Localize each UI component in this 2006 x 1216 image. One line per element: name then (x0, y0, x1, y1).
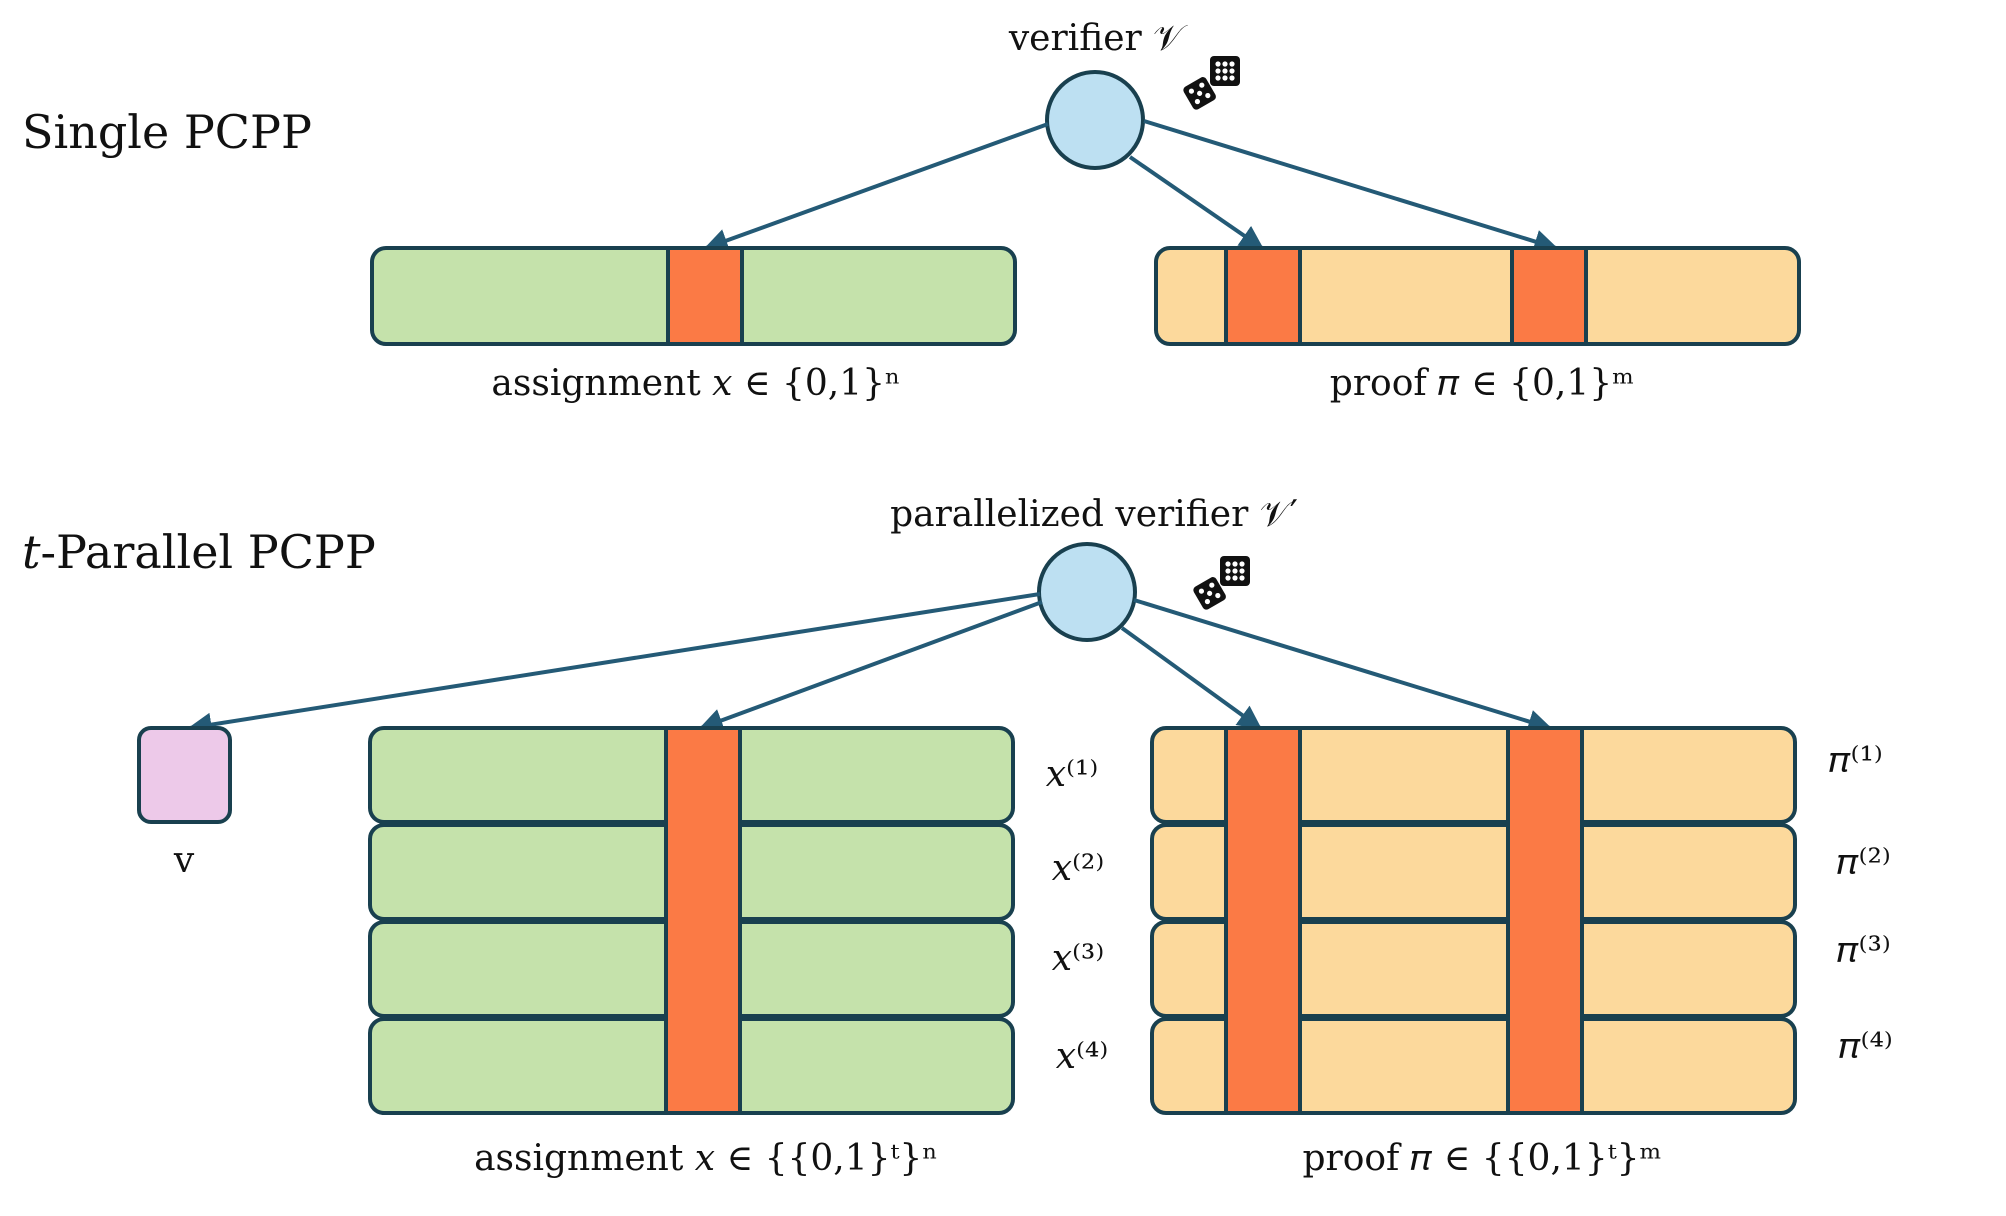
pi-row-label-2: 𝜋⁽²⁾ (1837, 842, 1891, 883)
x-row-label-1: 𝑥⁽¹⁾ (1046, 754, 1098, 795)
arrow-to-proof-query-2 (1143, 119, 1559, 254)
dice-icon (1183, 56, 1240, 110)
pi-row-label-3: 𝜋⁽³⁾ (1837, 930, 1891, 971)
parallel-verifier-node (1037, 542, 1137, 642)
verifier-label: verifier 𝒱 (1008, 18, 1188, 59)
parallel-verifier-label: parallelized verifier 𝒱′ (890, 494, 1298, 535)
x-row-label-3: 𝑥⁽³⁾ (1052, 938, 1104, 979)
parallel-proof-rows (1150, 726, 1797, 1115)
single-proof-bar (1154, 246, 1801, 346)
parallel-assignment-rows (368, 726, 1015, 1115)
arrow-to-proof-query-1 (1128, 155, 1264, 250)
query-cell (1510, 246, 1588, 346)
single-pcpp-title: Single PCPP (22, 105, 312, 159)
assignment-query-column (664, 726, 742, 1115)
pi-row-label-1: 𝜋⁽¹⁾ (1829, 740, 1883, 781)
arrow-to-assignment (703, 122, 1049, 252)
single-assignment-bar (370, 246, 1017, 346)
v-label: v (173, 840, 195, 881)
x-row-label-4: 𝑥⁽⁴⁾ (1056, 1036, 1108, 1077)
arrow-to-proof-column-2 (1133, 598, 1553, 734)
query-cell (1224, 246, 1302, 346)
dice-icon (1193, 556, 1250, 610)
proof-row-1 (1150, 726, 1797, 824)
single-proof-label: proof 𝜋 ∈ {0,1}ᵐ (1330, 363, 1634, 404)
pi-row-label-4: 𝜋⁽⁴⁾ (1839, 1026, 1893, 1067)
parallel-pcpp-title: t-Parallel PCPP (22, 525, 376, 579)
proof-row-3 (1150, 920, 1797, 1018)
arrow-to-assignment-column (698, 600, 1043, 732)
single-assignment-label: assignment 𝑥 ∈ {0,1}ⁿ (491, 363, 900, 404)
query-cell (666, 246, 744, 346)
arrow-to-proof-column-1 (1120, 626, 1262, 730)
arrow-to-v (187, 592, 1041, 737)
x-row-label-2: 𝑥⁽²⁾ (1052, 848, 1104, 889)
verifier-node (1045, 70, 1145, 170)
proof-row-4 (1150, 1017, 1797, 1115)
parallel-proof-label: proof 𝜋 ∈ {{0,1}ᵗ}ᵐ (1302, 1138, 1661, 1179)
proof-row-2 (1150, 823, 1797, 921)
v-box (137, 726, 232, 824)
proof-query-column-1 (1224, 726, 1302, 1115)
proof-query-column-2 (1506, 726, 1584, 1115)
parallel-assignment-label: assignment 𝑥 ∈ {{0,1}ᵗ}ⁿ (474, 1138, 938, 1179)
